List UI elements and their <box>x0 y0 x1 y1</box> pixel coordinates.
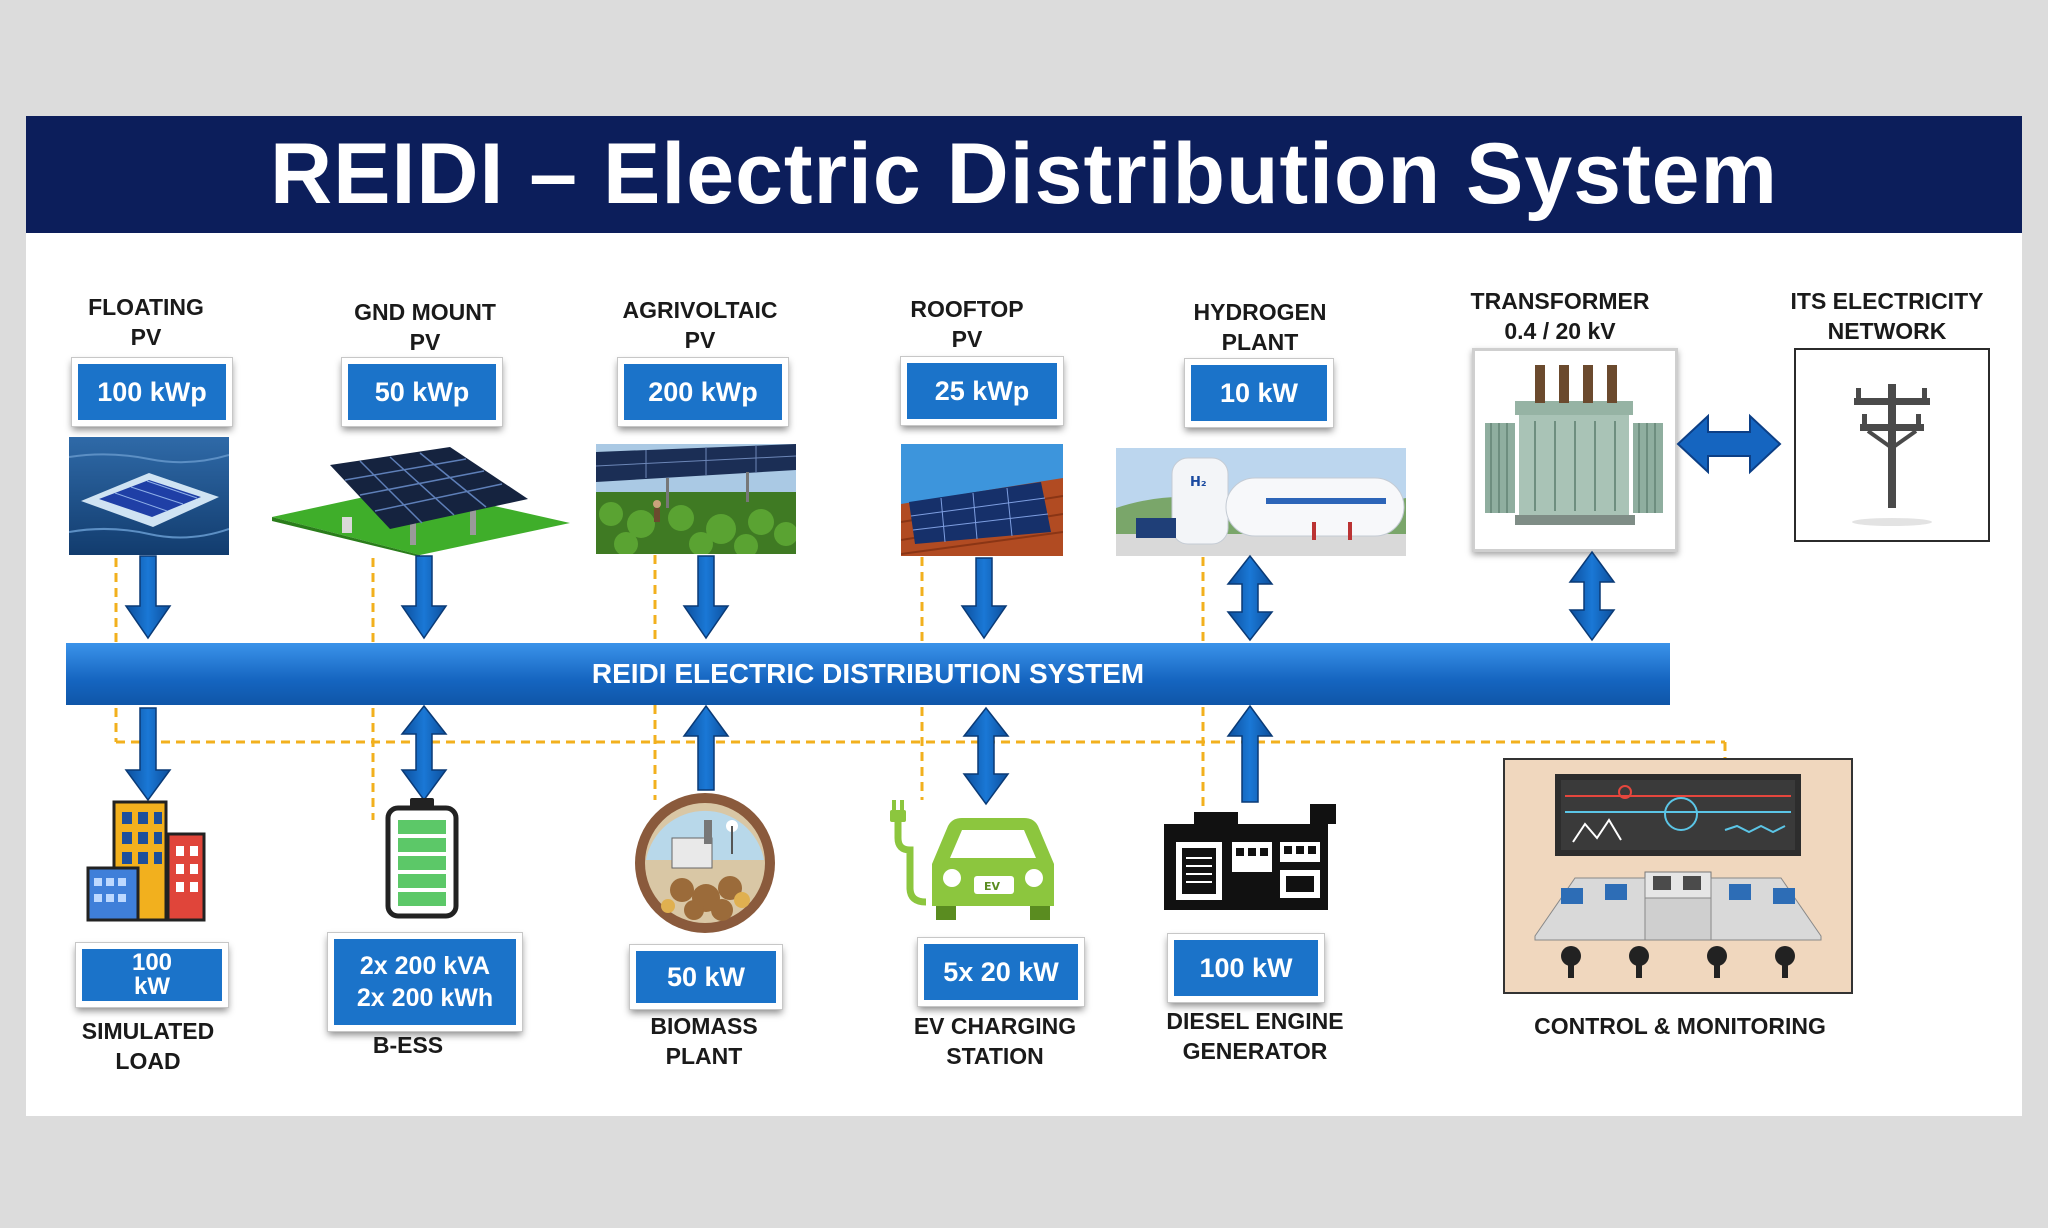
hydrogen-tank-label: H₂ <box>1190 475 1207 490</box>
value-floating-pv: 100 kWp <box>71 357 233 427</box>
power-pole-icon <box>1852 384 1932 526</box>
rooftop-pv-image <box>901 444 1063 556</box>
label-hydrogen-plant: HYDROGEN PLANT <box>1193 299 1327 355</box>
city-buildings-icon <box>84 798 208 926</box>
label-biomass-plant: BIOMASS PLANT <box>650 1013 758 1069</box>
battery-icon <box>384 796 460 920</box>
value-ev-charging: 5x 20 kW <box>917 937 1085 1007</box>
agrivoltaic-pv-image <box>596 444 796 554</box>
value-rooftop-pv: 25 kWp <box>900 356 1064 426</box>
label-rooftop-pv: ROOFTOP PV <box>910 296 1024 352</box>
label-diesel-generator: DIESEL ENGINE GENERATOR <box>1166 1008 1344 1064</box>
hydrogen-plant-image: H₂ <box>1116 448 1406 556</box>
value-gnd-mount-pv: 50 kWp <box>341 357 503 427</box>
label-its-network: ITS ELECTRICITY NETWORK <box>1790 288 1984 344</box>
label-transformer: TRANSFORMER 0.4 / 20 kV <box>1470 288 1650 344</box>
value-agrivoltaic-pv: 200 kWp <box>617 357 789 427</box>
value-simulated-load: 100 kW <box>75 942 229 1008</box>
label-gnd-mount-pv: GND MOUNT PV <box>354 299 496 355</box>
gnd-mount-pv-image <box>270 445 574 557</box>
control-room-image <box>1503 758 1853 994</box>
label-simulated-load: SIMULATED LOAD <box>81 1018 215 1074</box>
ev-car-icon: EV <box>876 798 1056 922</box>
floating-pv-image <box>69 437 229 555</box>
value-diesel: 100 kW <box>1167 933 1325 1003</box>
ev-badge-text: EV <box>984 880 1001 893</box>
label-floating-pv: FLOATING PV <box>88 294 204 350</box>
label-ev-charging: EV CHARGING STATION <box>913 1013 1077 1069</box>
label-bess: B-ESS <box>372 1032 444 1058</box>
page-title: REIDI – Electric Distribution System <box>26 116 2022 233</box>
value-bess: 2x 200 kVA 2x 200 kWh <box>327 932 523 1032</box>
diesel-generator-icon <box>1160 800 1340 918</box>
value-biomass: 50 kW <box>629 944 783 1010</box>
biomass-plant-icon <box>632 790 778 936</box>
distribution-bus-bar: REIDI ELECTRIC DISTRIBUTION SYSTEM <box>66 643 1670 705</box>
label-agrivoltaic-pv: AGRIVOLTAIC PV <box>622 297 778 353</box>
its-network-image <box>1794 348 1990 542</box>
value-hydrogen-plant: 10 kW <box>1184 358 1334 428</box>
transformer-image <box>1472 348 1678 552</box>
label-control-monitoring: CONTROL & MONITORING <box>1534 1013 1826 1039</box>
